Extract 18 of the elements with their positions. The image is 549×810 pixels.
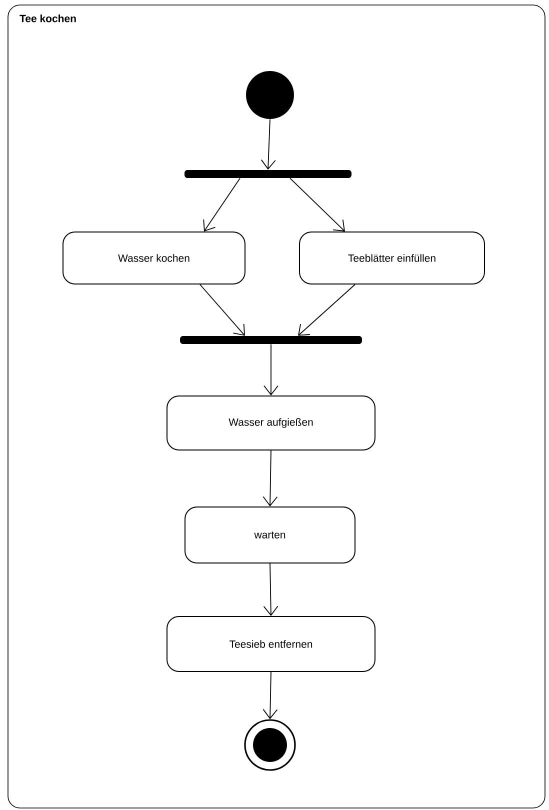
- action-box: Wasser aufgießen: [166, 396, 376, 450]
- start-node: [246, 71, 294, 119]
- arrow: [290, 178, 345, 232]
- arrow: [298, 284, 356, 336]
- action-box: Teeblätter einfüllen: [299, 232, 485, 284]
- arrow: [262, 672, 278, 720]
- sync-bar: [180, 336, 362, 344]
- arrow: [262, 450, 278, 506]
- arrow: [203, 178, 240, 232]
- arrow: [260, 118, 276, 170]
- action-box: warten: [184, 506, 356, 564]
- sync-bar: [184, 170, 352, 178]
- arrow: [264, 344, 278, 396]
- arrow: [200, 284, 245, 336]
- action-box: Teesieb entfernen: [166, 616, 376, 672]
- action-box: Wasser kochen: [62, 232, 246, 284]
- arrow: [263, 563, 278, 616]
- end-node: [244, 719, 296, 771]
